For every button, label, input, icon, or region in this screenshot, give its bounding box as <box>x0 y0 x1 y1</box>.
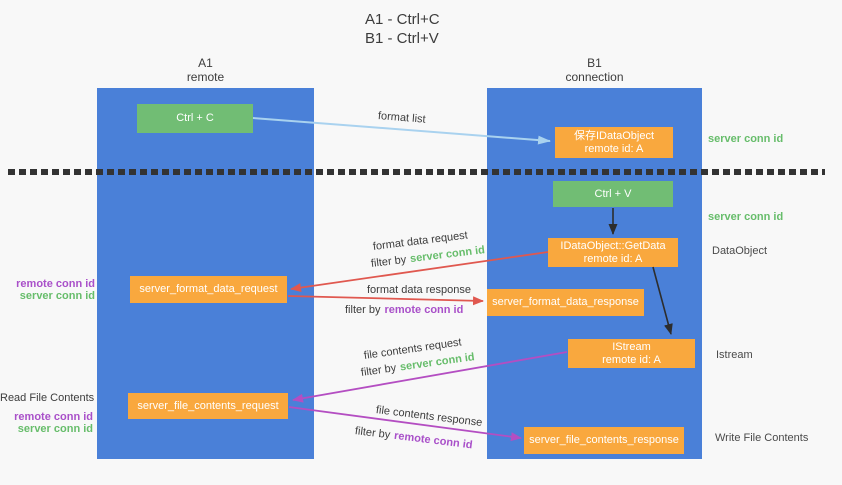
node-server-file-contents-request: server_file_contents_request <box>128 393 288 419</box>
label-group-file-conn-ids: remote conn id server conn id <box>0 411 93 435</box>
node-server-format-data-response: server_format_data_response <box>487 289 644 316</box>
node-sfcresp-label: server_file_contents_response <box>529 434 679 446</box>
title-line-1: A1 - Ctrl+C <box>365 11 440 28</box>
node-server-format-data-request: server_format_data_request <box>130 276 287 303</box>
node-istream-line1: IStream <box>612 340 651 353</box>
phase-separator-dotted-line <box>8 169 825 175</box>
filter-by-text: filter by <box>354 425 391 442</box>
label-server-conn-id-save: server conn id <box>708 133 784 145</box>
server-conn-id-text: server conn id <box>409 244 486 266</box>
filter-by-text: filter by <box>370 253 407 270</box>
node-idataobject-getdata: IDataObject::GetData remote id: A <box>548 238 678 267</box>
node-ctrl-c: Ctrl + C <box>137 104 253 133</box>
node-istream: IStream remote id: A <box>568 339 695 368</box>
label-format-list: format list <box>377 110 427 126</box>
arrow-format-data-response <box>287 295 484 306</box>
label-format-data-response: format data response <box>367 284 471 296</box>
label-server-conn-id-format: server conn id <box>19 290 95 302</box>
label-server-conn-id-paste: server conn id <box>708 211 784 223</box>
node-istream-line2: remote id: A <box>602 353 661 366</box>
node-server-file-contents-response: server_file_contents_response <box>524 427 684 454</box>
label-remote-conn-id-file: remote conn id <box>14 411 93 423</box>
lane-b1-role: connection <box>565 70 624 84</box>
label-read-file-contents: Read File Contents <box>0 392 95 404</box>
lane-header-a1: A1 remote <box>97 56 314 84</box>
node-getdata-line2: remote id: A <box>583 252 643 265</box>
node-ctrl-c-label: Ctrl + C <box>176 112 214 124</box>
label-group-format-conn-ids: remote conn id server conn id <box>0 278 95 302</box>
label-write-file-contents: Write File Contents <box>715 432 809 444</box>
label-file-contents-response: file contents response <box>375 404 483 429</box>
lane-b1-name: B1 <box>587 56 602 70</box>
node-getdata-line1: IDataObject::GetData <box>560 239 666 252</box>
remote-conn-id-text: remote conn id <box>393 429 474 452</box>
filter-by-text: filter by <box>360 362 397 379</box>
node-ctrl-v-label: Ctrl + V <box>594 187 632 200</box>
node-sfdreq-label: server_format_data_request <box>139 283 278 295</box>
node-ctrl-v: Ctrl + V <box>553 181 673 207</box>
lane-header-b1: B1 connection <box>487 56 702 84</box>
node-save-idataobject: 保存IDataObject remote id: A <box>555 127 673 158</box>
label-istream: Istream <box>716 349 753 361</box>
diagram-title: A1 - Ctrl+C B1 - Ctrl+V <box>365 10 440 48</box>
label-remote-conn-id-format: remote conn id <box>16 278 95 290</box>
lane-a1-name: A1 <box>198 56 213 70</box>
label-server-conn-id-file: server conn id <box>17 423 93 435</box>
filter-by-text: filter by <box>345 304 381 316</box>
title-line-2: B1 - Ctrl+V <box>365 30 439 47</box>
remote-conn-id-text: remote conn id <box>384 304 464 316</box>
label-dataobject: DataObject <box>712 245 768 257</box>
node-save-idataobject-line2: remote id: A <box>584 142 644 155</box>
node-save-idataobject-line1: 保存IDataObject <box>573 129 655 142</box>
lane-a1-role: remote <box>186 70 225 84</box>
node-sfcreq-label: server_file_contents_request <box>137 399 279 412</box>
node-sfdresp-label: server_format_data_response <box>492 296 639 308</box>
